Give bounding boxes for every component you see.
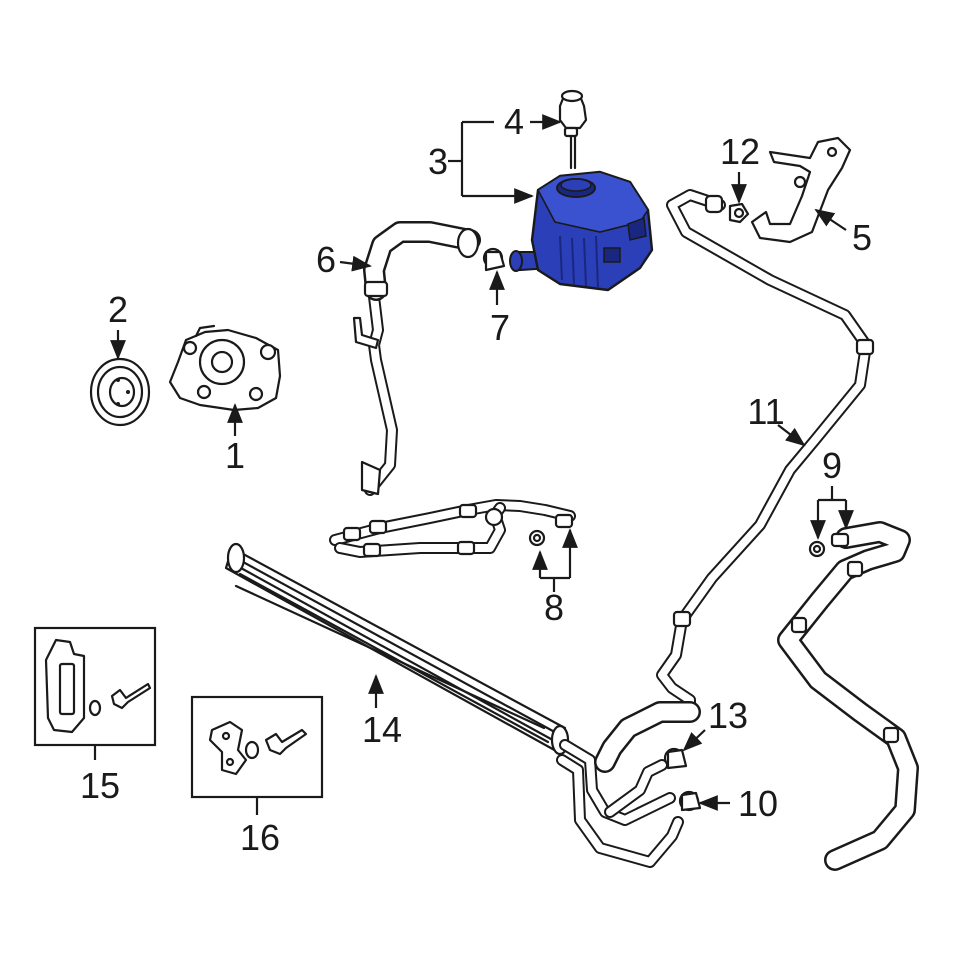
- callout-6: 6: [316, 239, 336, 280]
- part-4-reservoir-cap: [558, 89, 588, 170]
- return-hose-lower: [594, 701, 701, 773]
- callout-10: 10: [738, 783, 778, 824]
- callout-14: 14: [362, 709, 402, 750]
- callout-1: 1: [225, 435, 245, 476]
- callout-4: 4: [504, 101, 524, 142]
- callout-15: 15: [80, 765, 120, 806]
- callout-16: 16: [240, 817, 280, 858]
- leader-lines: [93, 114, 854, 815]
- callout-5: 5: [852, 217, 872, 258]
- part-11-pressure-line: [656, 189, 875, 718]
- callout-7: 7: [490, 307, 510, 348]
- callout-2: 2: [108, 289, 128, 330]
- part-12-nut: [728, 202, 750, 224]
- callout-12: 12: [720, 131, 760, 172]
- part-5-bracket: [750, 136, 852, 244]
- callout-labels: 1 2 3 4 5 6 7 8 9 10 11 12 13 14 15 16: [80, 101, 872, 858]
- callout-3: 3: [428, 141, 448, 182]
- part-2-pulley: [89, 357, 151, 427]
- callout-11: 11: [747, 391, 784, 432]
- callout-9: 9: [822, 445, 842, 486]
- part-8-line-assembly: [329, 499, 576, 558]
- part-10-clamp: [678, 790, 702, 812]
- part-1-power-steering-pump: [168, 324, 282, 412]
- callout-13: 13: [708, 695, 748, 736]
- part-9-return-hose: [777, 521, 919, 871]
- part-13-clamp: [663, 747, 688, 770]
- part-7-hose-clamp: [482, 247, 506, 272]
- part-9-fittings: [808, 532, 850, 558]
- callout-8: 8: [544, 587, 564, 628]
- part-6-suction-hose: [352, 221, 481, 496]
- part-16-box: [190, 695, 324, 799]
- part-3-fluid-reservoir: [509, 170, 654, 292]
- part-15-box: [33, 626, 157, 747]
- cooler-outlet-pipes: [556, 739, 684, 868]
